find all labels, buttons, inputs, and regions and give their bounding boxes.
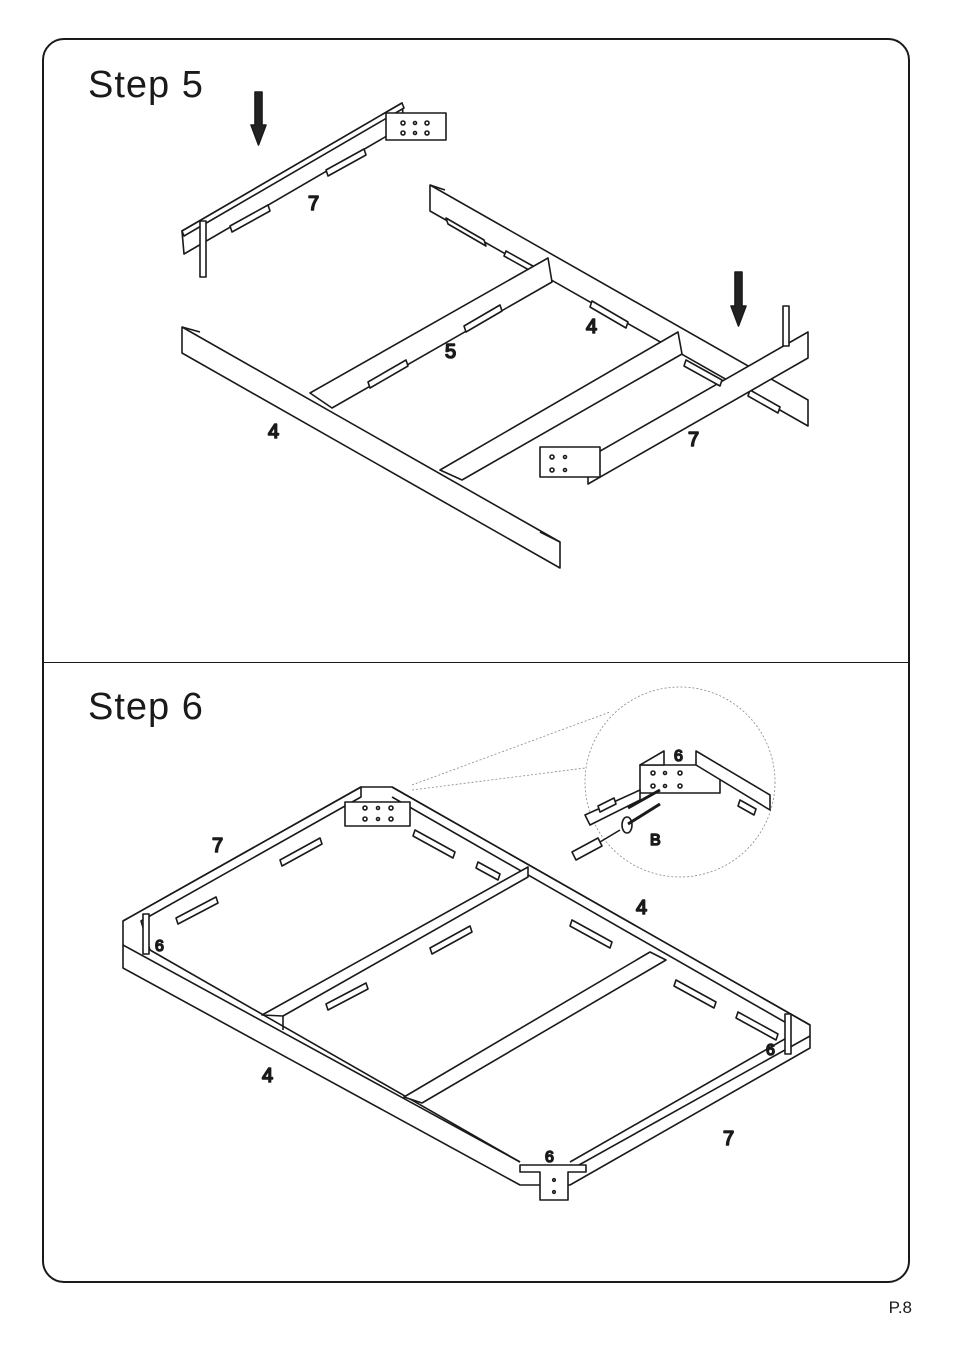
part-label: 7: [212, 835, 223, 857]
part-label: 4: [262, 1065, 273, 1087]
part-label: 4: [636, 897, 647, 919]
page-number: P.8: [889, 1298, 912, 1318]
part-label: 6: [155, 938, 164, 955]
part-label: B: [650, 832, 661, 849]
part-label: 7: [688, 429, 699, 451]
part-label: 7: [308, 193, 319, 215]
part-label: 7: [723, 1128, 734, 1150]
part-label: 5: [445, 341, 456, 363]
center-rail-5: [310, 258, 552, 408]
step6-drawing: 6 B: [123, 687, 810, 1200]
part-label: 4: [586, 316, 597, 338]
part-label: 4: [268, 421, 279, 443]
step5-drawing: 7 7 4 4 5: [182, 92, 808, 568]
rail-7-upper: [182, 103, 446, 277]
assembled-frame: [123, 787, 810, 1200]
part-label: 6: [545, 1149, 554, 1166]
down-arrow-icon: [251, 92, 266, 145]
down-arrow-icon: [731, 272, 746, 326]
part-label: 6: [674, 748, 683, 765]
part-label: 6: [766, 1042, 775, 1059]
